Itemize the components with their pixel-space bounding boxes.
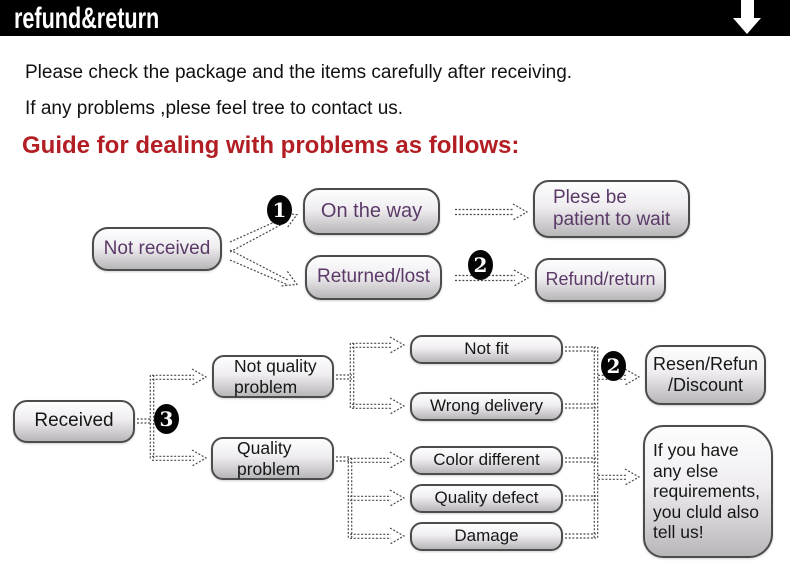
- header-bar: refund&return: [0, 0, 790, 36]
- step-1-badge: 1: [267, 195, 292, 225]
- node-refund-return: Refund/return: [535, 258, 666, 302]
- node-returned-lost: Returned/lost: [305, 255, 442, 300]
- guide-heading: Guide for dealing with problems as follo…: [22, 132, 520, 159]
- node-not-received: Not received: [92, 227, 222, 271]
- connector-ontheway-wait: [455, 203, 529, 221]
- node-other-requirements-note: If you have any else requirements, you c…: [643, 425, 773, 558]
- node-on-the-way: On the way: [303, 188, 440, 235]
- intro-line-1: Please check the package and the items c…: [25, 62, 573, 83]
- node-damage: Damage: [410, 522, 563, 551]
- node-quality-defect: Quality defect: [410, 484, 563, 513]
- step-3-badge: 3: [154, 404, 179, 434]
- connector-rail-note: [598, 468, 641, 486]
- node-quality-problem: Quality problem: [211, 437, 334, 480]
- node-wrong-delivery: Wrong delivery: [410, 392, 563, 421]
- step-2-badge-flow2: 2: [601, 351, 626, 381]
- node-received: Received: [13, 400, 135, 443]
- connector-quality-split: [336, 451, 406, 545]
- node-please-wait: Plese be patient to wait: [533, 180, 690, 238]
- node-color-different: Color different: [410, 446, 563, 475]
- down-arrow-icon: [741, 0, 754, 18]
- node-resend-refund-discount: Resen/Refun /Discount: [645, 345, 766, 405]
- down-arrow-icon-head: [733, 18, 761, 34]
- connector-right-rail: [565, 346, 599, 539]
- node-not-quality-problem: Not quality problem: [212, 355, 334, 398]
- step-2-badge-flow1: 2: [468, 250, 493, 280]
- header-title: refund&return: [14, 2, 160, 35]
- intro-line-2: If any problems ,plese feel tree to cont…: [25, 98, 404, 119]
- connector-notquality-split: [336, 336, 406, 415]
- connector-notreceived-returnedlost: [229, 249, 299, 287]
- connector-returnedlost-refund: [455, 269, 530, 287]
- node-not-fit: Not fit: [410, 335, 563, 364]
